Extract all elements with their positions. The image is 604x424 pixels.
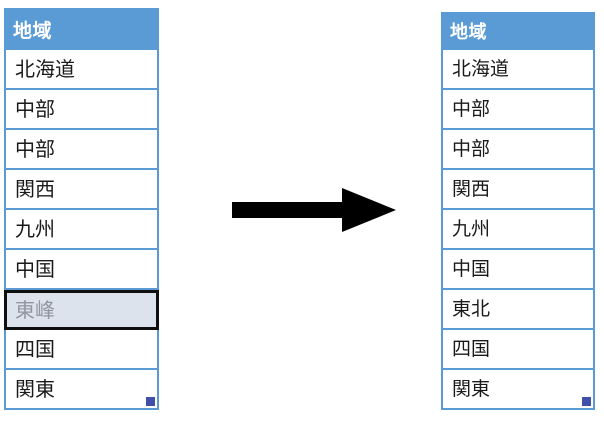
table-row[interactable]: 中部 (441, 90, 595, 130)
cell-value: 中部 (15, 97, 55, 121)
cell-value: 四国 (15, 337, 55, 361)
cell-value: 中部 (452, 137, 491, 160)
table-row[interactable]: 中部 (4, 130, 159, 170)
selected-cell-value: 東峰 (15, 298, 55, 322)
table-row[interactable]: 九州 (4, 210, 159, 250)
result-table-body: 北海道 中部 中部 関西 九州 中国 東北 四国 (441, 50, 595, 410)
cell-value: 東北 (452, 297, 491, 320)
source-table-header-label: 地域 (13, 19, 53, 42)
table-row[interactable]: 中部 (4, 90, 159, 130)
table-row[interactable]: 北海道 (4, 50, 159, 90)
table-row[interactable]: 関東 (4, 370, 159, 410)
table-row[interactable]: 中部 (441, 130, 595, 170)
cell-value: 四国 (452, 337, 491, 360)
table-row[interactable]: 四国 (4, 330, 159, 370)
table-row[interactable]: 関東 (441, 370, 595, 410)
cell-value: 九州 (452, 217, 491, 240)
source-table-body: 北海道 中部 中部 関西 九州 中国 東峰 四国 (4, 50, 159, 410)
table-row[interactable]: 関西 (4, 170, 159, 210)
cell-value: 関東 (452, 377, 491, 400)
right-arrow-icon (232, 186, 396, 234)
resize-handle-icon[interactable] (146, 397, 155, 406)
table-row[interactable]: 北海道 (441, 50, 595, 90)
cell-value: 関西 (452, 177, 491, 200)
cell-value: 関東 (15, 377, 55, 401)
cell-value: 中国 (452, 257, 491, 280)
cell-value: 中部 (15, 137, 55, 161)
table-row[interactable]: 関西 (441, 170, 595, 210)
cell-value: 北海道 (15, 57, 75, 81)
cell-value: 北海道 (452, 57, 510, 80)
table-row[interactable]: 九州 (441, 210, 595, 250)
source-table-header-cell: 地域 (4, 8, 159, 50)
table-row[interactable]: 中国 (441, 250, 595, 290)
result-table-header-cell: 地域 (441, 12, 595, 50)
cell-value: 九州 (15, 217, 55, 241)
table-row[interactable]: 東北 (441, 290, 595, 330)
result-table-header-label: 地域 (450, 22, 487, 43)
cell-value: 関西 (15, 177, 55, 201)
table-row[interactable]: 中国 (4, 250, 159, 290)
source-table: 地域 北海道 中部 中部 関西 九州 中国 東峰 (4, 8, 159, 410)
cell-value: 中部 (452, 97, 491, 120)
selected-cell[interactable]: 東峰 (4, 290, 159, 330)
result-table: 地域 北海道 中部 中部 関西 九州 中国 東北 (441, 12, 595, 410)
resize-handle-icon[interactable] (582, 397, 591, 406)
table-row[interactable]: 四国 (441, 330, 595, 370)
cell-value: 中国 (15, 257, 55, 281)
